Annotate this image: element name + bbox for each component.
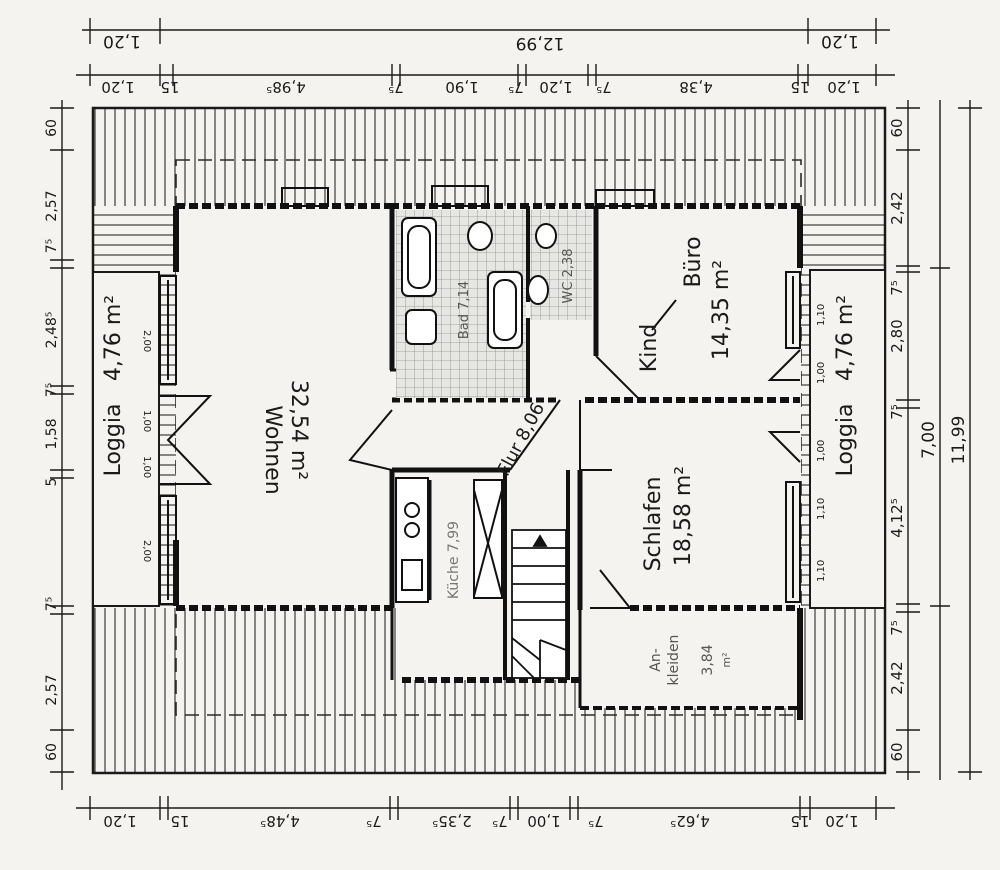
- opening-label: 1,10: [816, 498, 827, 520]
- opening-label: 1,00: [816, 440, 827, 462]
- dim-label: 1,20: [821, 31, 859, 51]
- room-label-loggia-left: Loggia: [101, 404, 126, 477]
- dim-label: 60: [888, 742, 906, 761]
- dim-label: 4,98⁵: [266, 78, 305, 96]
- room-label-bad: Bad 7,14: [457, 281, 472, 339]
- dim-label: 7⁵: [492, 812, 508, 830]
- dim-label: 15: [170, 812, 189, 830]
- dim-label: 1,20: [103, 812, 136, 830]
- dim-label: 4,48⁵: [260, 812, 299, 830]
- room-area-ankleiden-unit: m²: [720, 652, 733, 667]
- dim-label: 1,20: [539, 78, 572, 96]
- room-label-ankleiden-1: An-: [648, 648, 664, 672]
- dim-label: 60: [44, 119, 60, 137]
- dim-label: 1,90: [445, 78, 478, 96]
- opening-label: 1,00: [141, 410, 152, 432]
- dim-label: 15: [790, 812, 809, 830]
- dim-label: 2,80: [888, 319, 906, 352]
- dim-label: 7⁵: [366, 812, 382, 830]
- dim-label: 15: [790, 78, 809, 96]
- dim-label: 2,42: [888, 661, 906, 694]
- dimension-labels-top-inner: 1,20 15 4,98⁵ 7⁵ 1,90 7⁵ 1,20 7⁵ 4,38 15…: [101, 78, 860, 96]
- dimension-labels-bottom: 1,20 15 4,48⁵ 7⁵ 2,35⁵ 7⁵ 1,00 7⁵ 4,62⁵ …: [103, 812, 858, 830]
- room-area-loggia-right: 4,76 m²: [833, 295, 858, 381]
- dim-label: 60: [44, 743, 60, 761]
- dim-label: 7⁵: [44, 597, 60, 612]
- dim-label: 7⁵: [596, 78, 612, 96]
- opening-label: 1,10: [816, 560, 827, 582]
- opening-label: 2,00: [141, 540, 152, 562]
- opening-label: 1,00: [816, 362, 827, 384]
- dim-label: 1,20: [827, 78, 860, 96]
- dim-label: 4,12⁵: [888, 498, 906, 537]
- dim-label: 2,35⁵: [432, 812, 471, 830]
- dim-label: 7⁵: [888, 404, 906, 420]
- room-area-kind: 14,35 m²: [709, 260, 734, 360]
- opening-labels: 2,00 1,00 1,00 2,00 1,10 1,00 1,00 1,10 …: [141, 304, 827, 582]
- dim-label: 5: [44, 478, 60, 487]
- dimension-labels-right: 60 2,42 7⁵ 2,80 7⁵ 4,12⁵ 7⁵ 2,42 60 7,00…: [888, 118, 969, 761]
- dim-label: 12,99: [516, 33, 565, 53]
- dim-label: 2,57: [44, 674, 60, 705]
- dim-label: 11,99: [949, 416, 969, 465]
- dim-label: 2,42: [888, 191, 906, 224]
- dim-label: 4,38: [679, 78, 712, 96]
- opening-label: 1,00: [141, 456, 152, 478]
- staircase: [511, 529, 567, 679]
- dim-label: 7⁵: [888, 620, 906, 636]
- kitchen-counters: [395, 477, 503, 603]
- room-area-schlafen: 18,58 m²: [671, 466, 696, 566]
- room-divider-slash: [651, 299, 677, 331]
- room-label-kind: Kind: [637, 324, 662, 372]
- dim-label: 1,20: [825, 812, 858, 830]
- room-label-schlafen: Schlafen: [641, 477, 666, 572]
- dimension-labels-left: 60 2,57 7⁵ 2,48⁵ 7⁵ 1,58 5 7⁵ 2,57 60: [44, 119, 60, 761]
- sanitary-fixtures: [401, 217, 557, 349]
- room-label-kueche: Küche 7,99: [446, 521, 462, 599]
- loggia-windows: [159, 185, 801, 605]
- dim-label: 15: [160, 78, 179, 96]
- loggia-doors: [160, 349, 801, 485]
- dim-label: 1,20: [101, 78, 134, 96]
- dim-label: 7⁵: [588, 812, 604, 830]
- dim-label: 7⁵: [508, 78, 524, 96]
- loggia-left-area: [92, 271, 160, 607]
- room-area-ankleiden: 3,84: [700, 644, 716, 675]
- dim-label: 1,58: [44, 418, 60, 449]
- dim-label: 4,62⁵: [670, 812, 709, 830]
- dimension-lines: [50, 18, 982, 820]
- dim-label: 7⁵: [44, 383, 60, 398]
- loggia-right-area: [809, 269, 886, 609]
- room-area-loggia-left: 4,76 m²: [101, 295, 126, 381]
- dim-label: 1,00: [527, 812, 560, 830]
- room-label-wohnen: Wohnen: [260, 405, 285, 494]
- room-label-ankleiden-2: kleiden: [666, 635, 682, 686]
- room-label-buero: Büro: [681, 236, 706, 287]
- dim-label: 7,00: [919, 421, 939, 459]
- dim-label: 2,48⁵: [44, 312, 60, 349]
- dimension-labels-top-outer: 1,20 12,99 1,20: [103, 31, 859, 53]
- dim-label: 60: [888, 118, 906, 137]
- dim-label: 1,20: [103, 31, 141, 51]
- dim-label: 2,57: [44, 190, 60, 221]
- dim-label: 7⁵: [44, 239, 60, 254]
- dim-label: 7⁵: [388, 78, 404, 96]
- room-area-wohnen: 32,54 m²: [286, 380, 311, 480]
- room-label-loggia-right: Loggia: [833, 404, 858, 477]
- dim-label: 7⁵: [888, 280, 906, 296]
- interior-doors: [348, 355, 641, 609]
- room-label-wc: WC 2,38: [561, 248, 576, 303]
- opening-label: 1,10: [816, 304, 827, 326]
- opening-label: 2,00: [141, 330, 152, 352]
